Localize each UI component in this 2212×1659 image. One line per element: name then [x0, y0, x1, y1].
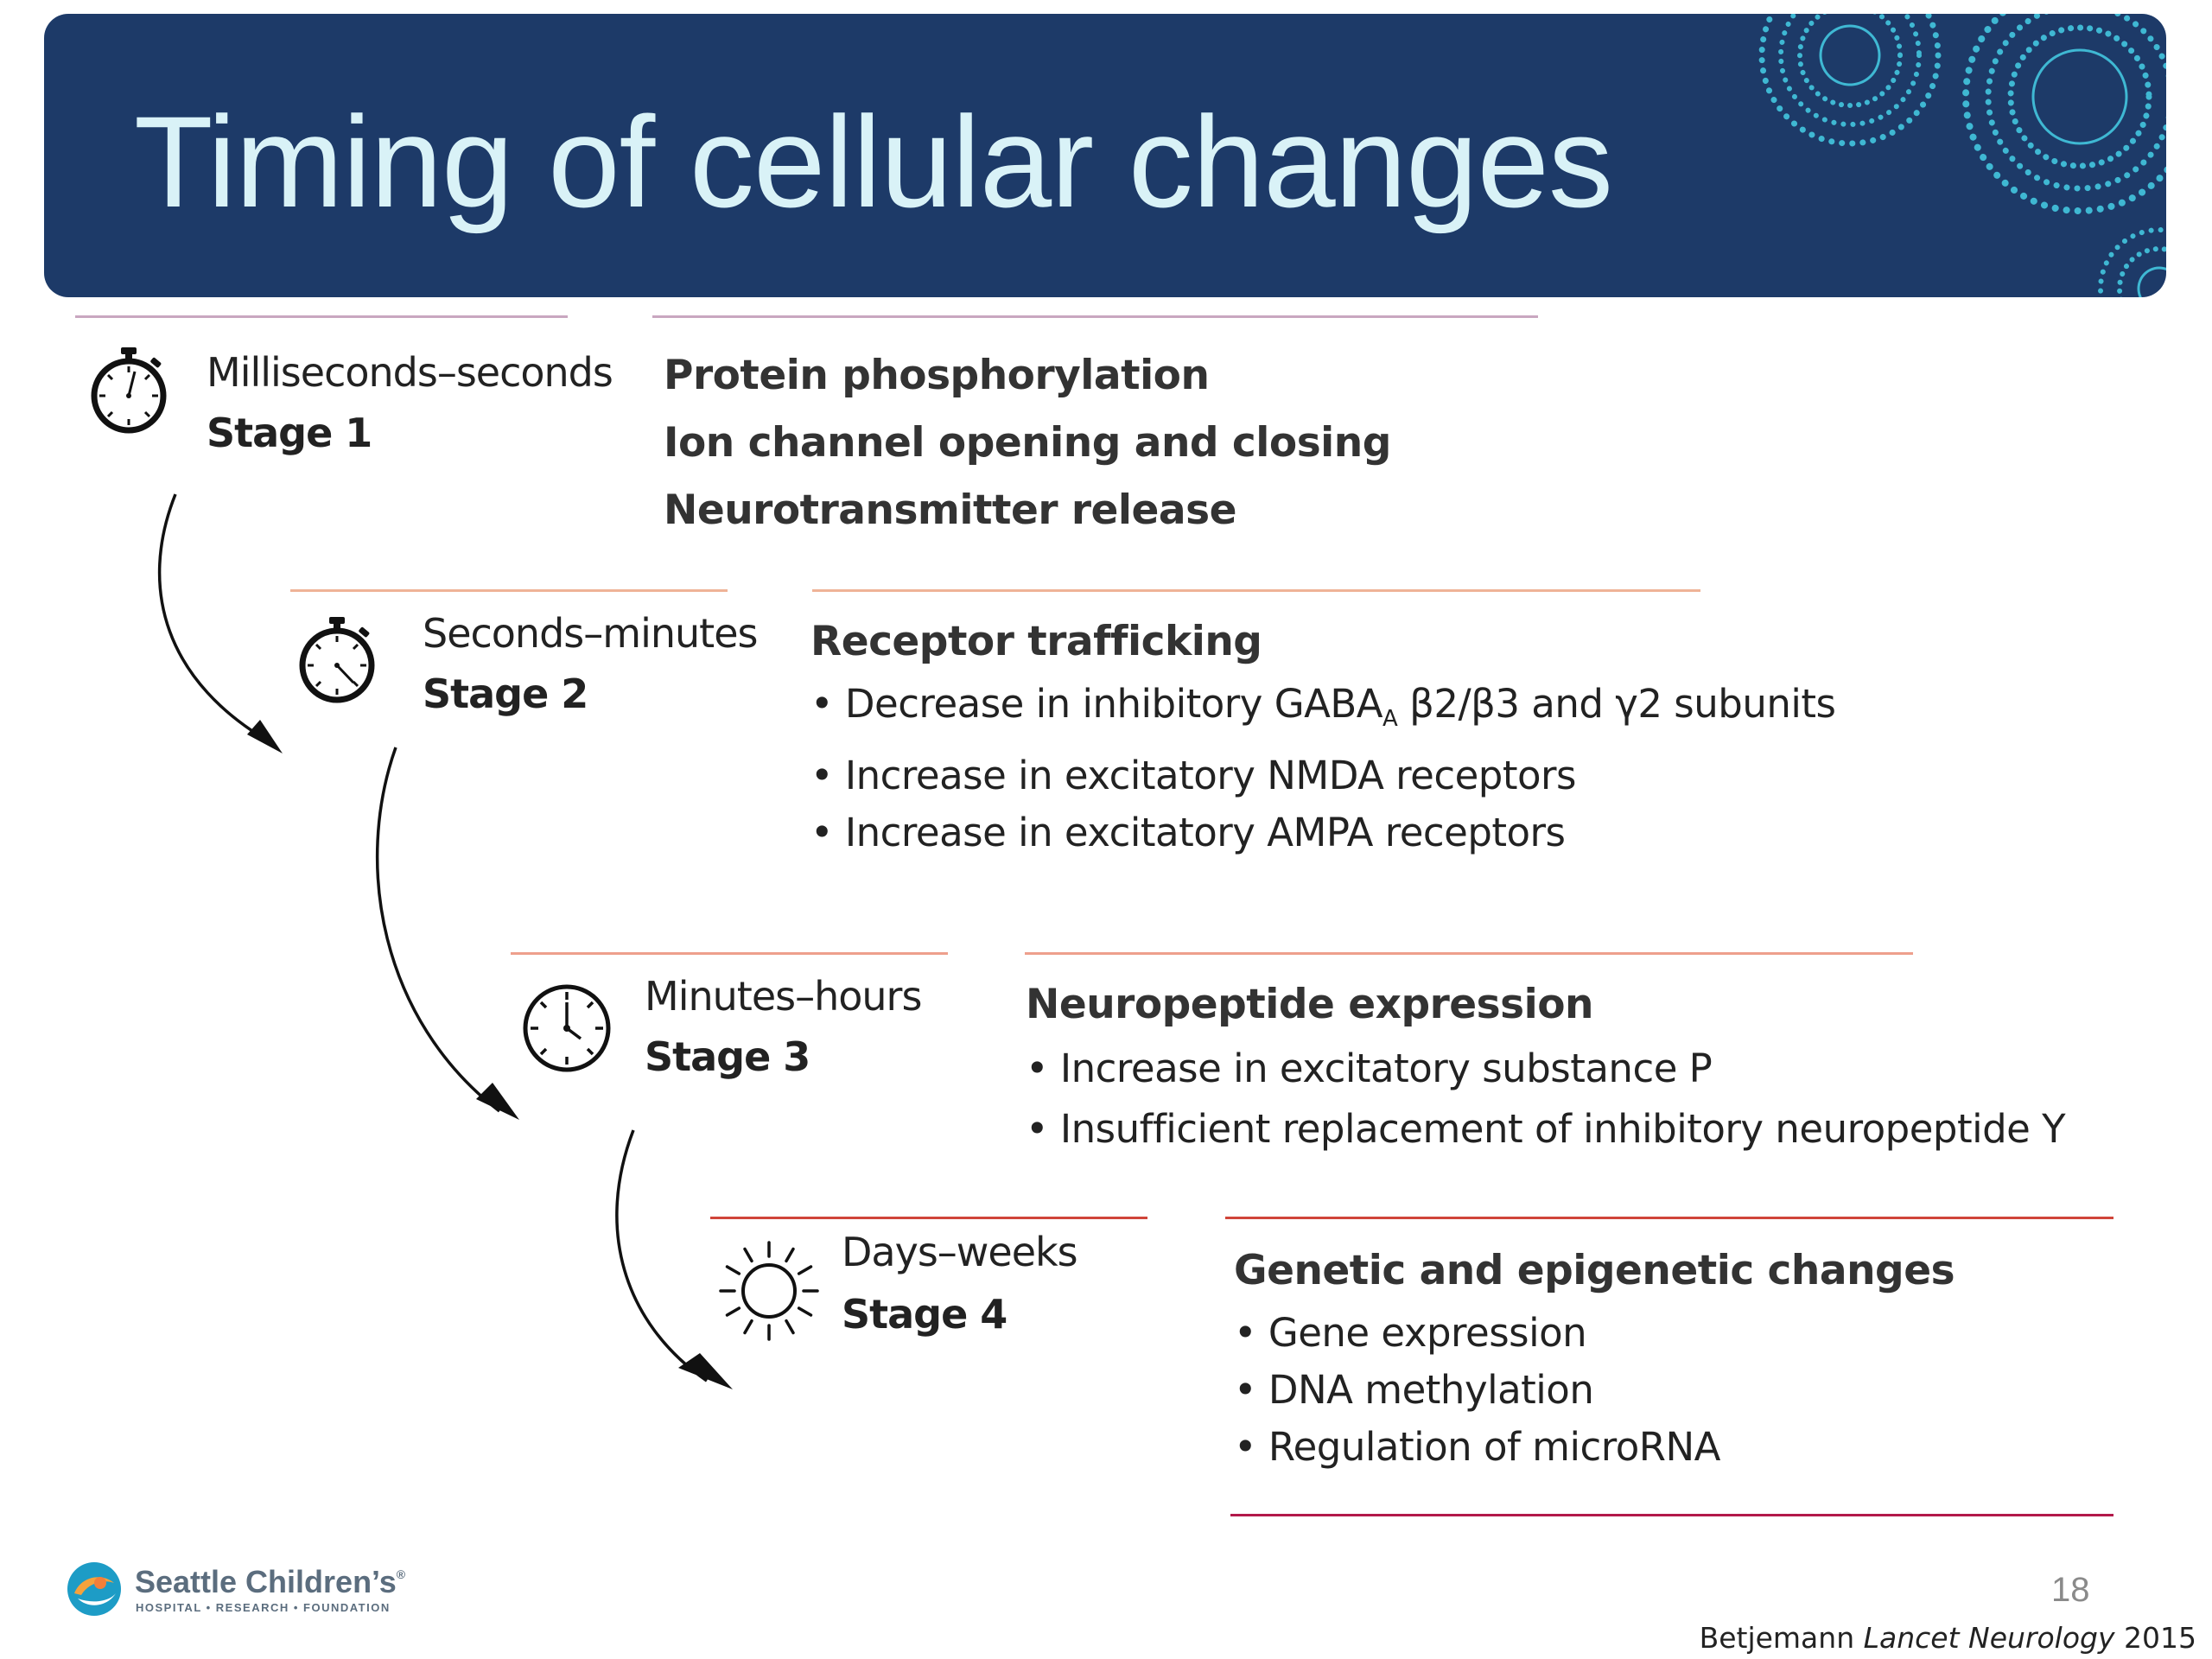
stage2-bullet: Decrease in inhibitory GABAA β2/β3 and γ…	[810, 676, 1836, 747]
stage4-bullet: Regulation of microRNA	[1234, 1419, 1955, 1476]
stage1-label: Stage 1	[207, 410, 372, 456]
concentric-dots-decoration	[1758, 14, 2166, 297]
stage4-right-rule	[1225, 1217, 2113, 1219]
stage2-bullet: Increase in excitatory NMDA receptors	[810, 747, 1835, 804]
sun-ray	[743, 1319, 753, 1335]
dot-ring	[2098, 227, 2166, 297]
stage4-heading: Genetic and epigenetic changes	[1234, 1247, 1955, 1294]
citation: Betjemann Lancet Neurology 2015	[1699, 1621, 2196, 1655]
arrow-stage3-to-stage4	[615, 1129, 708, 1382]
stage1-heading: Protein phosphorylation	[664, 352, 1210, 399]
slide-title: Timing of cellular changes	[134, 89, 1613, 234]
sun-ray	[743, 1247, 753, 1263]
dot-ring	[1962, 14, 2166, 214]
seattle-childrens-logo-icon	[67, 1562, 121, 1616]
stage2-heading: Receptor trafficking	[810, 618, 1262, 665]
stage2-label: Stage 2	[423, 671, 588, 717]
dot-ring	[2007, 24, 2152, 169]
arrowhead-1	[247, 720, 283, 753]
sun-ray	[785, 1247, 795, 1263]
sun-ray	[725, 1265, 741, 1275]
stage1-line: Ion channel opening and closing	[664, 419, 1391, 467]
stage3-label: Stage 3	[645, 1033, 810, 1080]
sun-ray	[725, 1306, 741, 1317]
dot-ring	[1758, 14, 1942, 147]
title-banner: Timing of cellular changes	[44, 14, 2166, 297]
dot-ring	[2031, 48, 2128, 145]
stage3-bullet: Insufficient replacement of inhibitory n…	[1026, 1099, 2066, 1160]
stage1-line: Neurotransmitter release	[664, 486, 1236, 534]
logo-name: Seattle Children’s®	[135, 1564, 406, 1599]
dot-ring	[2117, 246, 2166, 297]
stage3-time: Minutes–hours	[645, 973, 922, 1020]
page-number: 18	[2051, 1571, 2090, 1609]
stage4-left-rule	[710, 1217, 1147, 1219]
subscript: A	[1382, 706, 1398, 732]
sun-ray	[785, 1319, 795, 1335]
stage4-label: Stage 4	[842, 1291, 1007, 1338]
stage3-heading: Neuropeptide expression	[1026, 981, 1593, 1028]
stopwatch-icon	[299, 617, 375, 703]
arrowhead-2	[476, 1083, 519, 1120]
sun-ray	[797, 1265, 813, 1275]
logo-tagline: HOSPITAL • RESEARCH • FOUNDATION	[136, 1601, 391, 1614]
stage2-bullet: Increase in excitatory AMPA receptors	[810, 804, 1835, 861]
stage2-details: Receptor trafficking Decrease in inhibit…	[810, 608, 1836, 861]
stage1-details: Protein phosphorylation Ion channel open…	[664, 342, 1391, 544]
stage4-bullet: DNA methylation	[1234, 1362, 1955, 1419]
stage2-right-rule	[812, 589, 1700, 592]
dot-ring	[1797, 14, 1903, 108]
stage4-details: Genetic and epigenetic changes Gene expr…	[1234, 1237, 1955, 1476]
stage3-left-rule	[511, 952, 948, 955]
arrow-stage2-to-stage3	[375, 747, 501, 1113]
stage3-details: Neuropeptide expression Increase in exci…	[1026, 971, 2066, 1160]
sun-ray	[797, 1306, 813, 1317]
arrowhead-3	[678, 1353, 733, 1389]
clock-icon	[523, 984, 611, 1072]
sun-icon	[719, 1241, 819, 1341]
dot-ring	[2137, 266, 2166, 297]
stage1-left-rule	[75, 315, 568, 318]
stage1-right-rule	[652, 315, 1538, 318]
stage4-time: Days–weeks	[842, 1229, 1078, 1275]
stage1-time: Milliseconds–seconds	[207, 349, 613, 396]
dot-ring	[1985, 14, 2166, 192]
bottom-rule	[1230, 1514, 2113, 1516]
stage2-time: Seconds–minutes	[423, 610, 758, 657]
dot-ring	[1778, 14, 1922, 127]
stage3-right-rule	[1025, 952, 1913, 955]
stage2-left-rule	[290, 589, 728, 592]
stage4-bullet: Gene expression	[1234, 1305, 1955, 1362]
arrow-stage1-to-stage2	[157, 493, 276, 747]
dot-ring	[1819, 24, 1881, 86]
stage3-bullet: Increase in excitatory substance P	[1026, 1039, 2065, 1099]
stopwatch-icon	[91, 347, 167, 434]
